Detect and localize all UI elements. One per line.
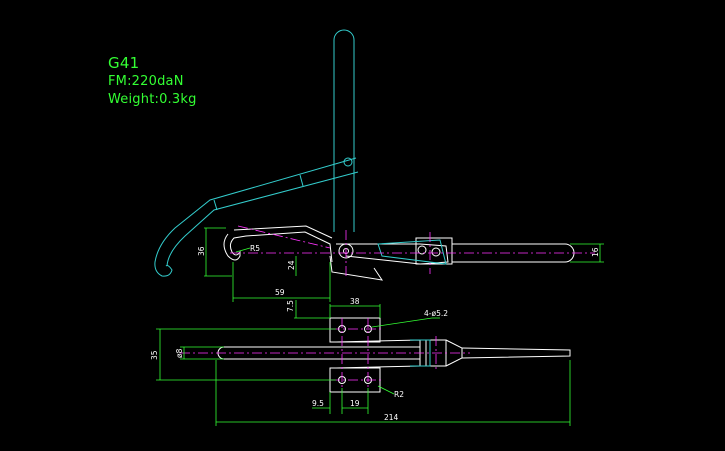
dim-24: 24 bbox=[287, 260, 296, 270]
upper-rubber-grip bbox=[377, 239, 447, 265]
weight-label: Weight:0.3kg bbox=[108, 92, 197, 107]
dim-r2: R2 bbox=[394, 390, 404, 399]
open-handle bbox=[154, 29, 359, 277]
dim-36: 36 bbox=[197, 246, 206, 256]
model-label: G41 bbox=[108, 54, 140, 72]
dim-16: 16 bbox=[591, 247, 600, 257]
lower-dimension-lines bbox=[156, 300, 571, 426]
dim-hole: 4-ø5.2 bbox=[424, 309, 448, 318]
dim-35: 35 bbox=[150, 350, 159, 360]
dim-r5: R5 bbox=[250, 244, 260, 253]
dim-19: 19 bbox=[350, 399, 360, 408]
force-label: FM:220daN bbox=[108, 74, 184, 89]
upper-centerlines bbox=[230, 225, 595, 278]
dim-38: 38 bbox=[350, 297, 360, 306]
lower-centerlines bbox=[180, 318, 470, 392]
lower-rubber-grip bbox=[410, 339, 431, 367]
dim-214: 214 bbox=[384, 413, 399, 422]
dim-d8: ø8 bbox=[175, 348, 184, 358]
dim-9-5: 9.5 bbox=[312, 399, 324, 408]
dim-7-5: 7.5 bbox=[286, 300, 295, 312]
dim-59: 59 bbox=[275, 288, 285, 297]
upper-dimension-lines bbox=[204, 227, 604, 302]
